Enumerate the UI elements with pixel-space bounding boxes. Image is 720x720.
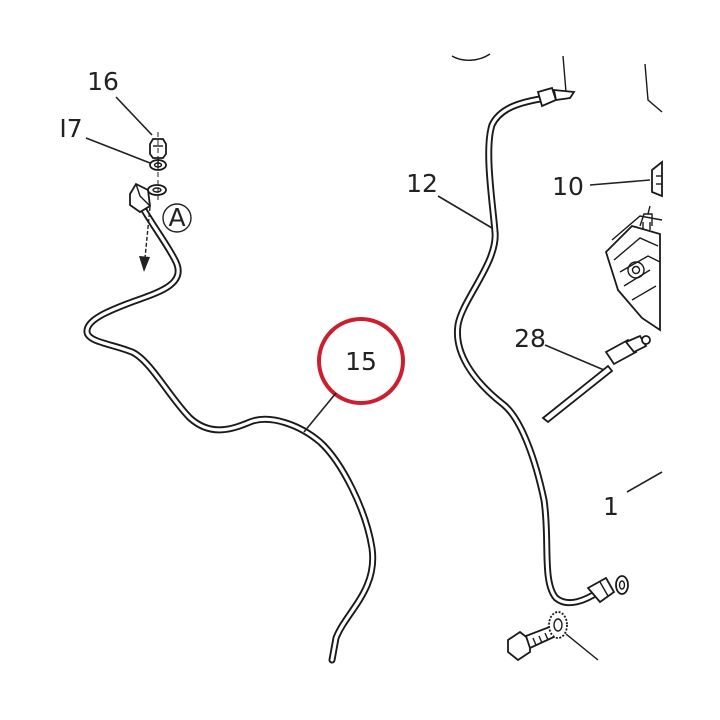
label-10: 10 xyxy=(552,172,584,201)
leader-1 xyxy=(626,471,663,493)
highlight-circle xyxy=(317,317,405,405)
leader-16 xyxy=(115,96,153,136)
label-16: 16 xyxy=(87,67,119,96)
bottom-bolt[interactable] xyxy=(507,624,558,662)
connector-10[interactable] xyxy=(651,160,663,198)
leader-10 xyxy=(589,179,651,186)
top-edge-part xyxy=(451,53,491,61)
label-28: 28 xyxy=(514,324,546,353)
label-1: 1 xyxy=(603,492,619,521)
hose-12[interactable] xyxy=(453,94,602,607)
view-a-label: A xyxy=(168,203,185,232)
direction-arrow-icon xyxy=(139,206,151,272)
cable-tie-28[interactable] xyxy=(541,334,651,424)
leader-15 xyxy=(303,392,337,433)
hose-12-bottom-fitting[interactable] xyxy=(586,575,629,604)
leader-12 xyxy=(437,195,493,229)
view-a-marker: A xyxy=(162,203,192,233)
leader-17 xyxy=(85,137,151,164)
hose-15[interactable] xyxy=(83,199,377,664)
label-17: I7 xyxy=(59,114,82,143)
hose-12-top-fitting[interactable] xyxy=(536,55,576,108)
label-15[interactable]: 15 xyxy=(345,347,377,376)
engine-bracket[interactable] xyxy=(604,63,663,332)
hose-15-fitting[interactable] xyxy=(129,182,167,214)
label-12: 12 xyxy=(406,169,438,198)
lock-washer[interactable] xyxy=(548,611,599,661)
leader-28 xyxy=(544,344,605,371)
